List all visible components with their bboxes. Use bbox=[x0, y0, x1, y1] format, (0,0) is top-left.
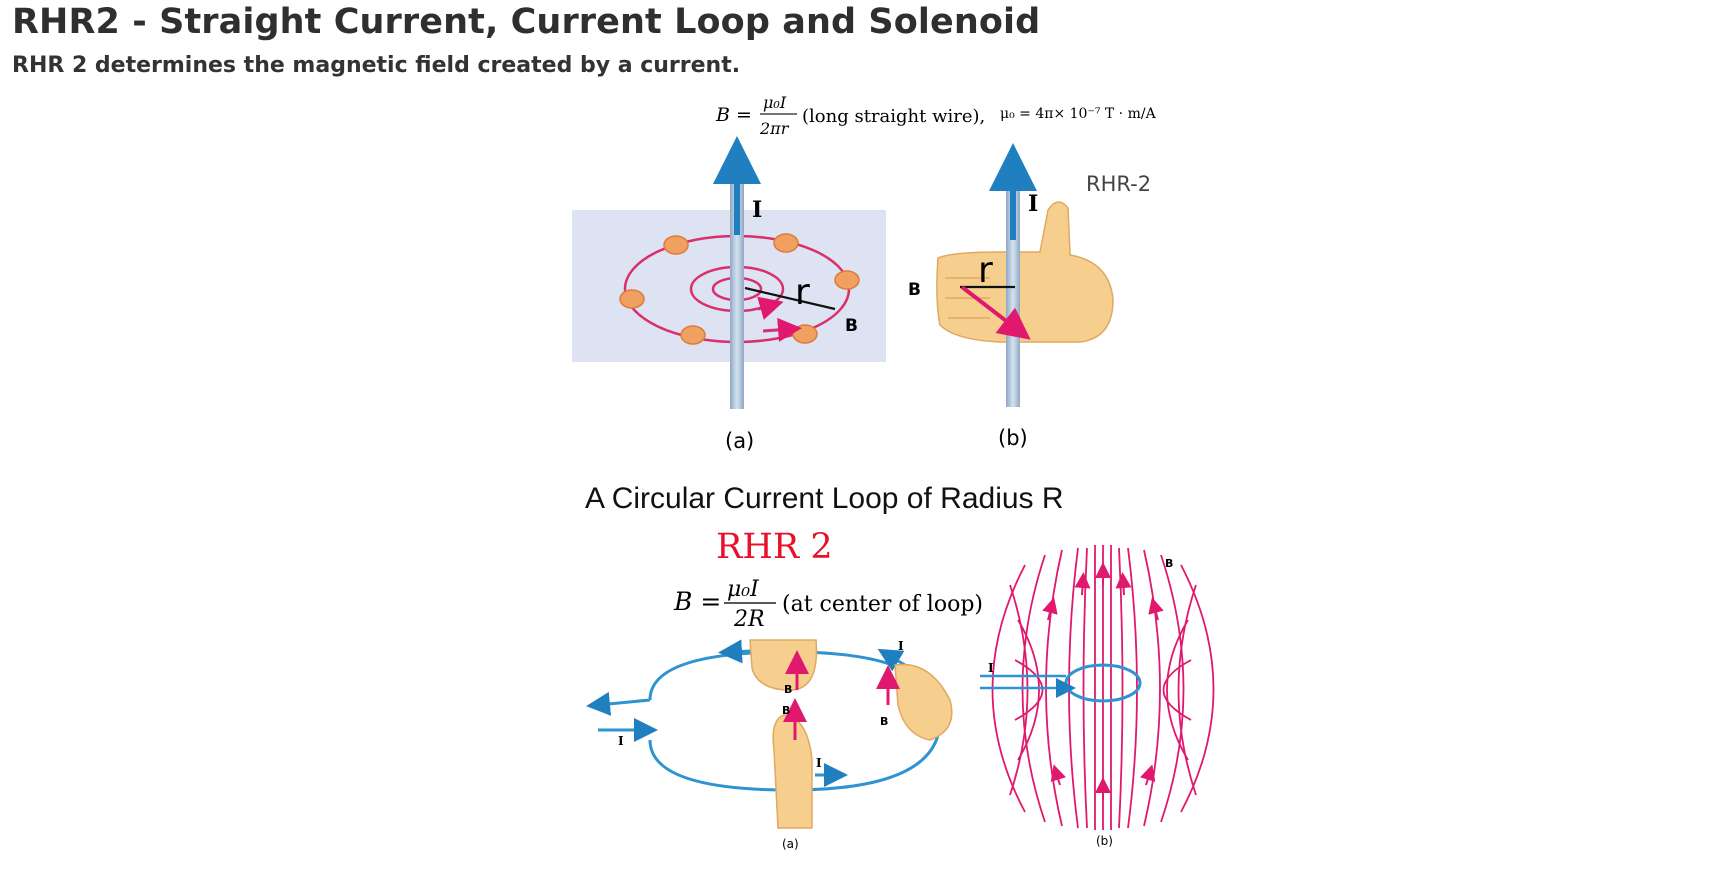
caption-b-fig2: (b) bbox=[1096, 834, 1113, 848]
current-label-b: I bbox=[1028, 191, 1038, 217]
straight-wire-panel-b: I r B RHR-2 (b) bbox=[908, 143, 1151, 450]
loop-equation-lhs: B = bbox=[673, 587, 721, 616]
equation-lhs: B = bbox=[715, 104, 752, 126]
radius-line-a bbox=[744, 286, 836, 311]
hand-icon bbox=[936, 201, 1114, 343]
equation-numerator: μ₀I bbox=[763, 93, 787, 112]
wire-a bbox=[730, 175, 744, 409]
field-arrowheads bbox=[1042, 562, 1164, 800]
rhr2-red-label: RHR 2 bbox=[716, 527, 833, 567]
current-loop-panel-a: B B B I I I (a) bbox=[586, 639, 953, 851]
hand-bottom-icon bbox=[772, 714, 813, 829]
loop-current-label-bottom: I bbox=[816, 756, 822, 770]
hand-right-icon bbox=[894, 663, 953, 741]
loop-b-current-label: I bbox=[988, 661, 994, 675]
caption-a-fig2: (a) bbox=[782, 837, 799, 851]
current-label-a: I bbox=[752, 197, 762, 223]
loop-equation-note: (at center of loop) bbox=[782, 592, 983, 617]
equation-note: (long straight wire), bbox=[802, 106, 985, 127]
rhr2-label: RHR-2 bbox=[1086, 172, 1151, 196]
field-label-a: B bbox=[845, 316, 858, 336]
radius-label-a: r bbox=[795, 272, 810, 313]
loop-field-lines-panel-b: I B (b) bbox=[980, 545, 1215, 848]
page-subtitle: RHR 2 determines the magnetic field crea… bbox=[12, 53, 741, 78]
loop-equation: B = μ₀I 2R (at center of loop) bbox=[673, 577, 983, 632]
loop-b-field-label: B bbox=[1165, 557, 1173, 570]
equation-denominator: 2πr bbox=[759, 119, 790, 138]
loop-current-label-left: I bbox=[618, 734, 624, 748]
radius-label-b: r bbox=[978, 250, 993, 291]
caption-a-fig1: (a) bbox=[725, 429, 754, 453]
mu0-constant: μ₀ = 4π× 10⁻⁷ T · m/A bbox=[1000, 106, 1157, 122]
page-title: RHR2 - Straight Current, Current Loop an… bbox=[12, 2, 1041, 42]
straight-wire-panel-a: I r B (a) bbox=[572, 136, 886, 453]
straight-wire-equation: B = μ₀I 2πr (long straight wire), μ₀ = 4… bbox=[715, 93, 1157, 138]
field-label-b: B bbox=[908, 280, 921, 300]
loop-field-label-middle: B bbox=[782, 704, 790, 717]
field-arrow-b bbox=[960, 285, 1031, 340]
loop-field-label-top: B bbox=[784, 683, 792, 696]
loop-current-label-right: I bbox=[898, 639, 904, 653]
loop-equation-numerator: μ₀I bbox=[727, 577, 760, 602]
loop-field-label-right: B bbox=[880, 715, 888, 728]
loop-heading: A Circular Current Loop of Radius R bbox=[585, 482, 1064, 515]
caption-b-fig1: (b) bbox=[998, 426, 1028, 450]
loop-equation-denominator: 2R bbox=[733, 607, 765, 632]
